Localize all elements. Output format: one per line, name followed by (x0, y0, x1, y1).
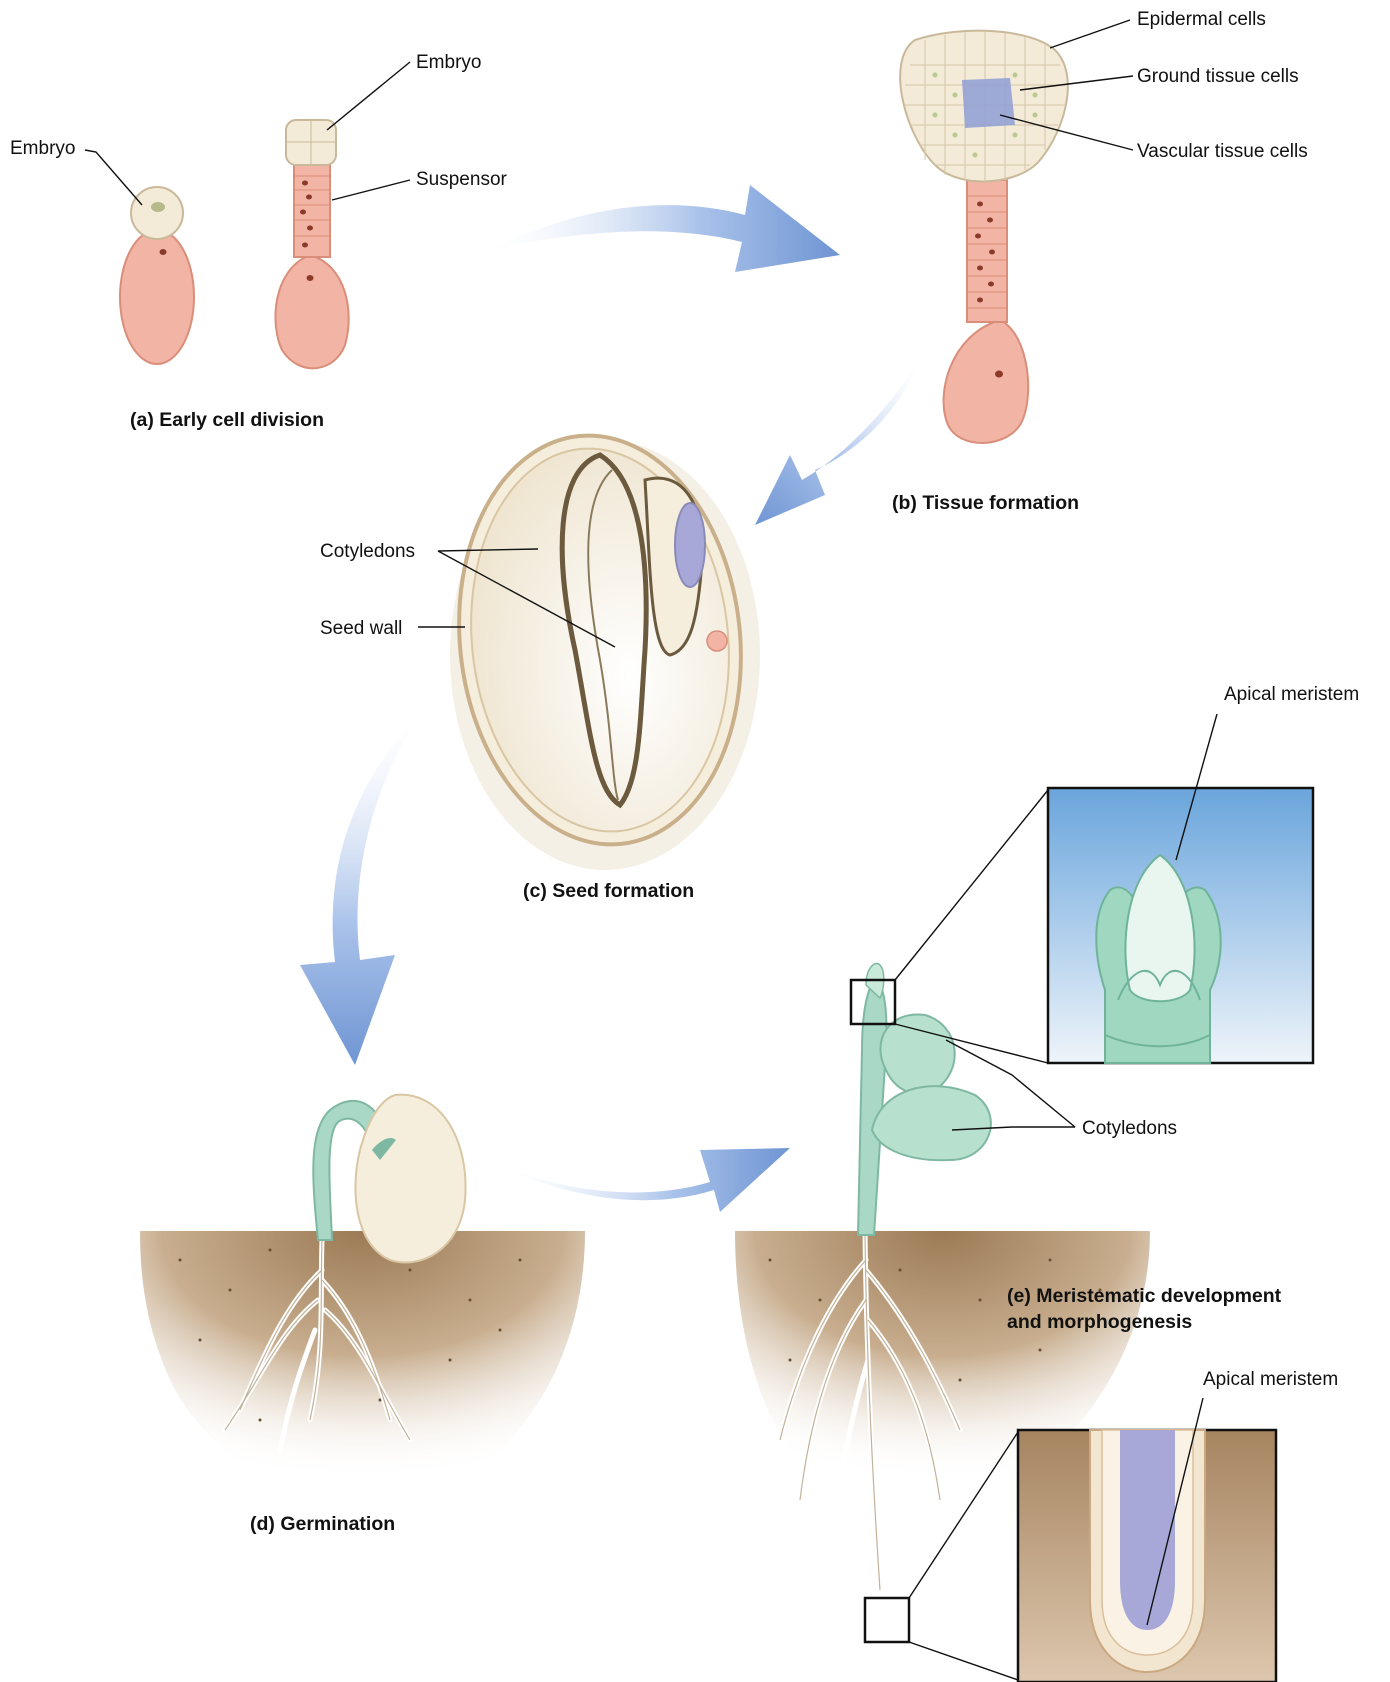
cotyledon-leaf-lower (872, 1086, 991, 1160)
arrow-c-to-d (300, 715, 420, 1065)
embryo-cell-single (131, 187, 183, 239)
caption-meristematic-development: (e) Meristematic development (1007, 1285, 1282, 1307)
basal-cell-b (944, 320, 1029, 443)
label-seed-wall: Seed wall (320, 618, 402, 639)
label-ground-tissue-cells: Ground tissue cells (1137, 66, 1299, 87)
caption-germination: (d) Germination (250, 1513, 395, 1535)
stage-b-illustration (900, 31, 1068, 443)
label-cotyledons-seed: Cotyledons (320, 541, 415, 562)
caption-morphogenesis: and morphogenesis (1007, 1311, 1192, 1333)
basal-cell (120, 230, 194, 364)
arrow-a-to-b (490, 185, 840, 272)
vascular-tissue-core (962, 78, 1015, 128)
label-suspensor: Suspensor (416, 169, 508, 190)
cotyledon-leaf-upper (880, 1014, 954, 1093)
stage-c-illustration (439, 421, 760, 870)
suspensor-cells (294, 163, 330, 257)
soil-d (140, 1231, 585, 1508)
stage-d-illustration (140, 1095, 585, 1508)
arrow-d-to-e (500, 1148, 790, 1212)
basal-cell-large (275, 255, 348, 368)
stage-a-illustration (120, 120, 349, 368)
caption-early-cell-division: (a) Early cell division (130, 409, 324, 431)
seed-coat-d (355, 1095, 465, 1263)
root-tip-box (865, 1598, 909, 1642)
shoot-meristem-inset (1048, 788, 1313, 1063)
root-meristem-inset (1018, 1430, 1276, 1682)
label-apical-meristem-shoot: Apical meristem (1224, 684, 1359, 705)
embryonic-axis (675, 503, 705, 587)
suspensor-b (967, 180, 1007, 322)
label-embryo-single: Embryo (10, 138, 75, 159)
label-cotyledons-plant: Cotyledons (1082, 1118, 1177, 1139)
label-embryo-multi: Embryo (416, 52, 481, 73)
label-apical-meristem-root: Apical meristem (1203, 1369, 1338, 1390)
caption-tissue-formation: (b) Tissue formation (892, 492, 1079, 514)
label-epidermal-cells: Epidermal cells (1137, 9, 1266, 30)
caption-seed-formation: (c) Seed formation (523, 880, 694, 902)
label-vascular-tissue-cells: Vascular tissue cells (1137, 141, 1308, 162)
radicle (707, 631, 727, 651)
embryo-cells-multi (286, 120, 336, 165)
